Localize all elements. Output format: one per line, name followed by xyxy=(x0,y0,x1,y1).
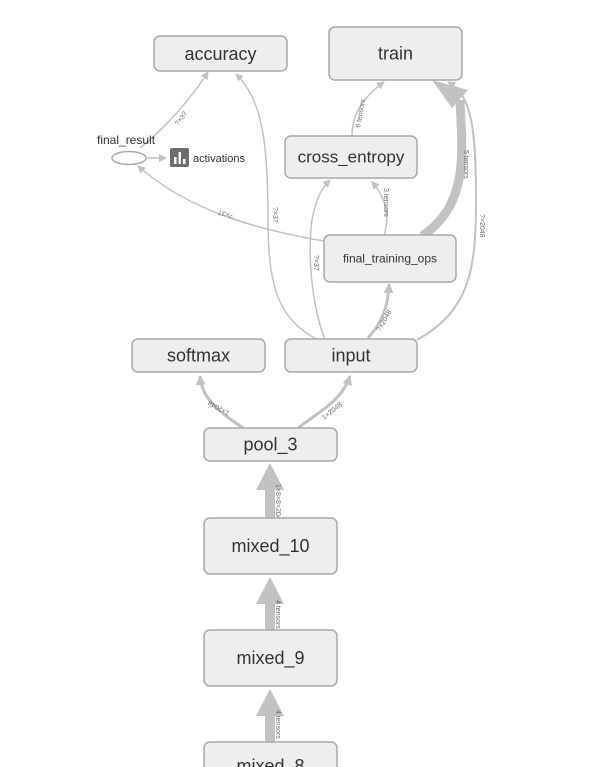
node-final-training-ops-label: final_training_ops xyxy=(343,252,437,266)
node-activations[interactable]: activations xyxy=(170,148,245,167)
edge-input-to-accuracy[interactable] xyxy=(235,73,319,341)
node-pool-3-label: pool_3 xyxy=(243,435,297,456)
edge-label-mixed-10-to-pool-3: 1×8×8×2048 xyxy=(274,484,281,524)
edges xyxy=(137,71,478,742)
edge-final-result-to-accuracy[interactable] xyxy=(139,71,209,149)
edge-mixed-8-to-mixed-9-arrowhead xyxy=(256,689,284,716)
node-activations-label: activations xyxy=(193,153,245,165)
node-mixed-9-label: mixed_9 xyxy=(236,648,304,669)
edge-label-pool-3-to-softmax: 1×2048 xyxy=(207,398,231,416)
node-pool-3[interactable]: pool_3 xyxy=(203,427,338,462)
edge-label-input-to-cross-entropy: ?×37 xyxy=(312,255,319,271)
node-train[interactable]: train xyxy=(328,26,463,81)
node-final-result-label: final_result xyxy=(97,133,156,147)
node-mixed-10-label: mixed_10 xyxy=(231,536,309,557)
edge-input-to-cross-entropy[interactable] xyxy=(309,179,331,341)
summary-icon xyxy=(170,148,189,167)
node-mixed-10[interactable]: mixed_10 xyxy=(203,517,338,575)
node-mixed-8-label: mixed_8 xyxy=(236,756,304,767)
edge-pool-3-to-input[interactable] xyxy=(297,375,352,430)
edge-mixed-8-to-mixed-9[interactable] xyxy=(265,714,275,742)
edge-cross-entropy-to-train[interactable] xyxy=(351,81,385,137)
node-softmax[interactable]: softmax xyxy=(131,338,266,373)
edge-mixed-9-to-mixed-10[interactable] xyxy=(265,602,275,630)
edge-label-input-to-train: ?×2048 xyxy=(478,214,485,238)
edge-label-input-to-accuracy: ?×37 xyxy=(271,207,278,223)
edge-mixed-9-to-mixed-10-arrowhead xyxy=(256,577,284,604)
node-final-result[interactable]: final_result xyxy=(97,133,156,166)
node-accuracy[interactable]: accuracy xyxy=(153,35,288,72)
node-train-label: train xyxy=(378,44,413,64)
node-softmax-label: softmax xyxy=(167,346,230,366)
edge-label-pool-3-to-input: 1×2048 xyxy=(321,401,344,421)
node-accuracy-label: accuracy xyxy=(184,44,256,64)
edge-label-mixed-8-to-mixed-9: 4 tensors xyxy=(274,710,281,739)
node-mixed-9[interactable]: mixed_9 xyxy=(203,629,338,687)
edge-fto-to-train[interactable] xyxy=(419,99,467,240)
edge-mixed-10-to-pool-3[interactable] xyxy=(265,488,275,518)
edge-label-fto-to-cross-entropy: 3 tensors xyxy=(382,188,389,217)
edge-pool-3-to-softmax[interactable] xyxy=(195,375,244,430)
edge-fto-to-final-result[interactable] xyxy=(137,165,325,242)
node-input-label: input xyxy=(331,346,370,366)
edge-label-cross-entropy-to-train: 6 tensors xyxy=(355,98,367,128)
edge-mixed-10-to-pool-3-arrowhead xyxy=(256,463,284,490)
edge-fto-to-train-arrowhead xyxy=(432,80,468,108)
edge-fto-to-cross-entropy[interactable] xyxy=(371,181,388,237)
node-mixed-8[interactable]: mixed_8 xyxy=(203,741,338,767)
node-input[interactable]: input xyxy=(284,338,418,373)
edge-label-fto-to-train: 5 tensors xyxy=(462,150,469,179)
edge-label-mixed-9-to-mixed-10: 4 tensors xyxy=(274,600,281,629)
node-cross-entropy-label: cross_entropy xyxy=(298,148,405,167)
edge-input-to-fto[interactable] xyxy=(366,283,394,340)
edge-label-input-to-fto: ?×2048 xyxy=(376,309,394,333)
node-cross-entropy[interactable]: cross_entropy xyxy=(284,135,418,179)
node-final-training-ops[interactable]: final_training_ops xyxy=(323,234,457,283)
edge-label-fto-to-final-result: ?×37 xyxy=(217,208,234,219)
edge-input-to-train[interactable] xyxy=(416,81,478,341)
